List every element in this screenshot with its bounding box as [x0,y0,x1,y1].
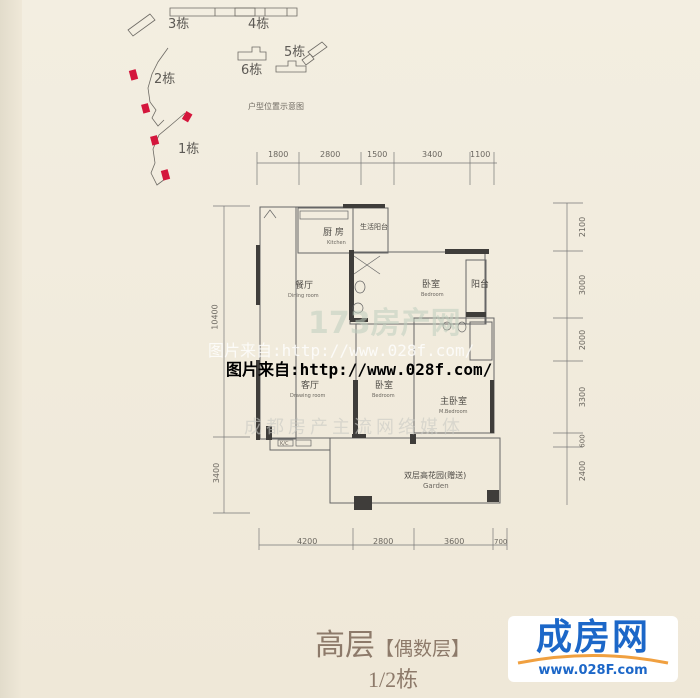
logo-name: 成房网 [535,617,650,658]
bedroom2-label: 卧室 [375,381,394,391]
dim-right-2: 3000 [578,274,588,296]
building-1-outline [150,112,186,186]
watermark-url-ghost: 图片来自:http://www.028f.com/ [208,341,475,360]
washbasin-icon [352,302,364,314]
ac-unit [295,439,312,447]
building-4-outline [234,7,298,17]
master-bedroom-label-en: M.Bedroom [439,409,468,415]
toilet-icon [457,321,467,333]
building-2-outline [147,47,169,127]
kitchen-counter [299,210,349,220]
bedroom-label-en: Bedroom [421,292,444,298]
ac-unit [277,439,294,447]
dining-label: 餐厅 [295,281,314,291]
dim-top-4: 3400 [422,150,443,159]
building-6-label: 6栋 [241,63,263,78]
site-plan-buildings [127,7,328,186]
dim-top-2: 2800 [320,150,341,159]
dim-left-2: 3400 [212,462,222,484]
building-6b-outline [275,60,307,73]
building-3-label: 3栋 [168,17,190,32]
highlight-unit [150,135,160,146]
building-3-outline [127,7,256,37]
building-5-label: 5栋 [284,45,306,60]
building-6-outline [237,46,267,61]
dim-top-1: 1800 [268,150,289,159]
floor-title-main: 高层 [315,628,375,663]
ac-label: K/C [280,441,289,447]
dimension-lines [213,152,583,550]
door-swing [263,209,277,219]
highlight-unit [141,103,151,114]
site-plan-caption: 户型位置示意图 [248,102,304,111]
highlight-unit [181,111,193,123]
floor-title: 高层【偶数层】 [315,620,470,664]
dim-top-3: 1500 [367,150,388,159]
highlighted-units [128,69,193,181]
toilet-icon [354,280,366,294]
washbasin-icon [442,321,452,331]
watermark-url: 图片来自:http://www.028f.com/ [226,360,493,379]
kitchen-label: 厨 房 [323,228,344,238]
bedroom-label: 卧室 [422,280,441,290]
balcony-label: 阳台 [471,280,490,290]
page-fold-shadow [0,0,22,698]
dining-label-en: Dining room [288,293,319,299]
logo-arc [517,654,669,665]
watermark-slogan: 成都房产主流网络媒体 [244,417,464,438]
building-subtitle: 1/2栋 [368,667,419,692]
garden-label-en: Garden [423,482,449,490]
dim-right-6: 2400 [578,460,588,482]
watermark-brand: 173房产网 [308,306,461,341]
dim-right-4: 3300 [578,386,588,408]
kitchen-label-en: Kitchen [327,240,346,246]
dim-bottom-4: 700 [494,538,508,546]
site-logo[interactable]: 成房网 www.028F.com [508,616,678,682]
dim-right-1: 2100 [578,216,588,238]
logo-url: www.028F.com [538,663,648,678]
living-label-en: Drawing room [290,393,326,399]
bedroom2-label-en: Bedroom [372,393,395,399]
garden-label: 双层高花园(赠送) [404,471,467,480]
highlight-unit [160,169,171,181]
building-1-label: 1栋 [178,142,200,157]
dim-bottom-3: 3600 [444,537,465,546]
dim-left-1: 10400 [210,304,220,330]
dim-bottom-1: 4200 [297,537,318,546]
fixtures [263,209,467,447]
master-bedroom-label: 主卧室 [440,397,468,407]
service-balcony-label: 生活阳台 [360,223,388,231]
dim-bottom-2: 2800 [373,537,394,546]
living-label: 客厅 [301,381,320,391]
dim-top-5: 1100 [470,150,491,159]
floor-title-note: 【偶数层】 [375,638,471,660]
building-5-outline [301,41,328,66]
dim-right-5: 600 [578,434,587,448]
highlight-unit [128,69,139,81]
thick-walls [256,204,499,510]
building-4-label: 4栋 [248,17,270,32]
building-2-label: 2栋 [154,72,176,87]
dim-right-3: 2000 [578,329,588,351]
